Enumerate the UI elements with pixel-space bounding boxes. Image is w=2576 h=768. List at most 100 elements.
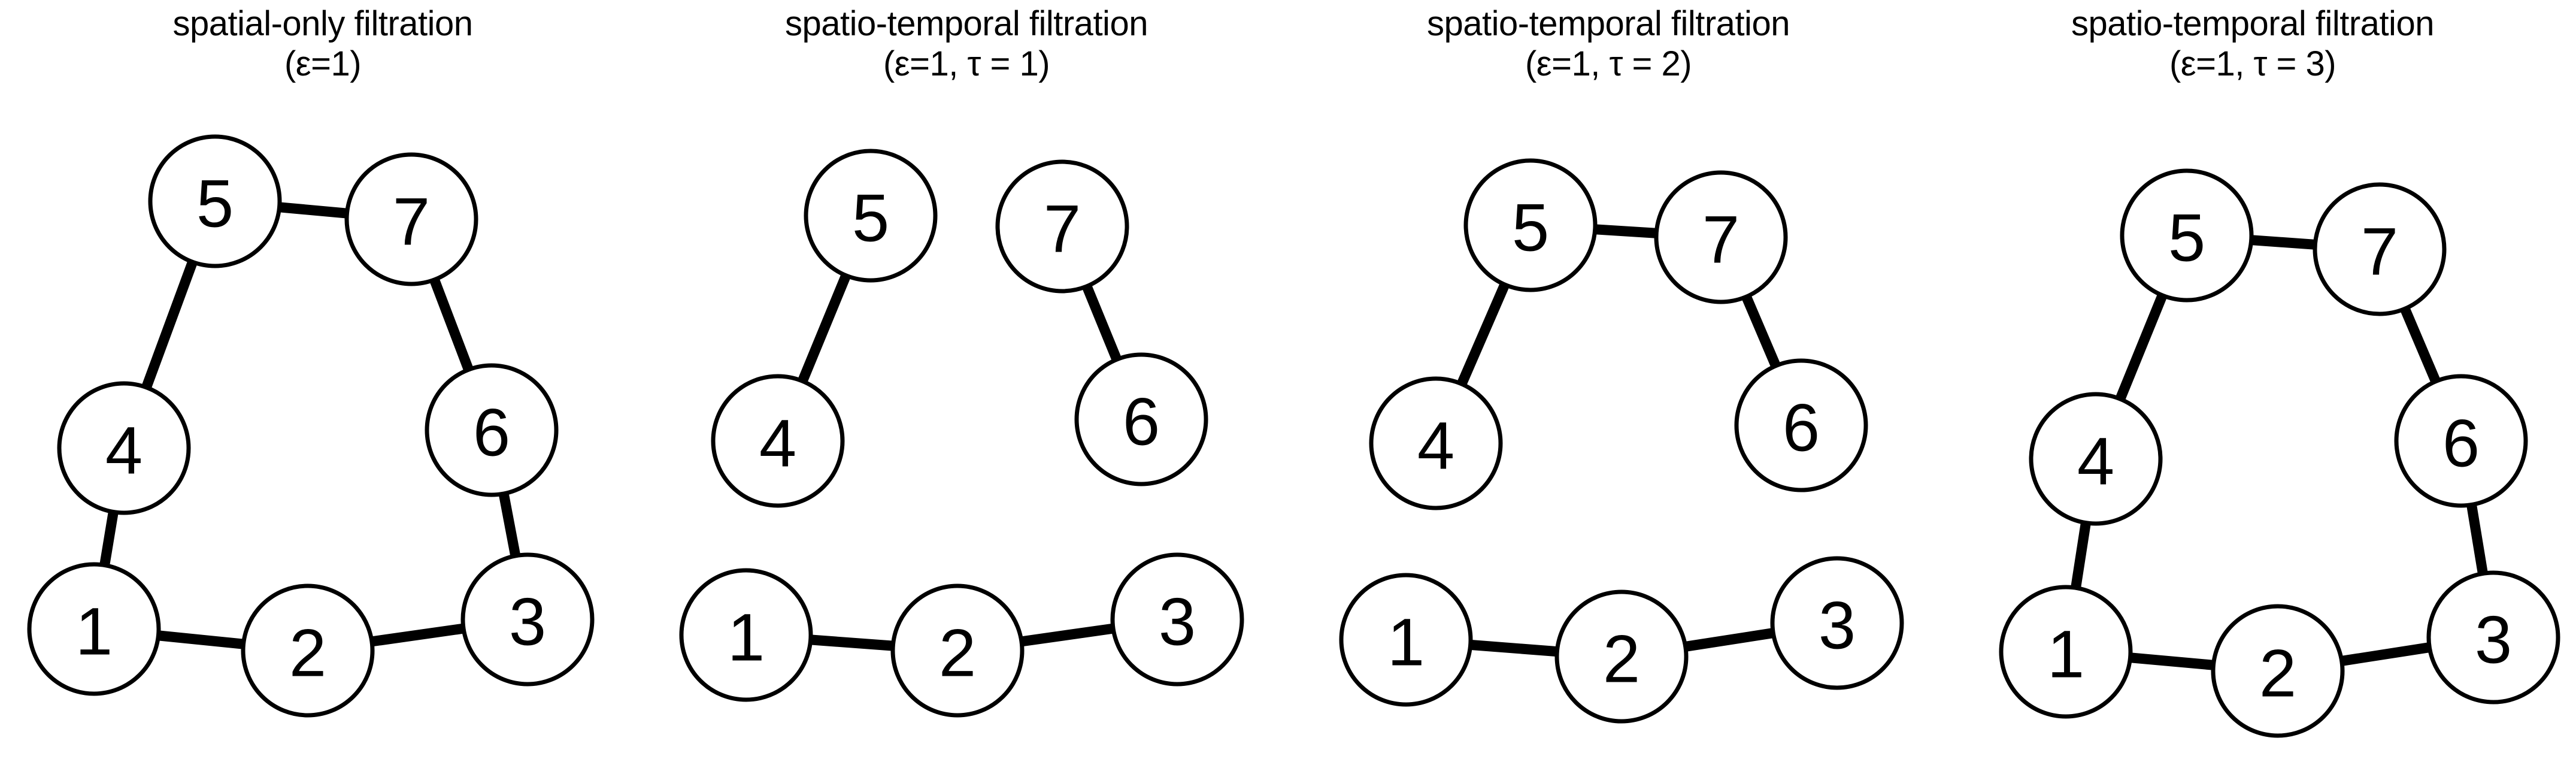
- node-label: 2: [1603, 622, 1640, 697]
- graph-node: 5: [148, 134, 282, 268]
- node-label: 3: [1159, 585, 1196, 660]
- panel-title-line1: spatial-only filtration: [172, 4, 473, 43]
- graph-edge: [1741, 294, 1781, 369]
- node-circle: [2426, 570, 2560, 704]
- node-label: 7: [1702, 202, 1739, 277]
- graph-node: 1: [679, 568, 813, 702]
- panel-spatial-only: spatial-only filtration (ε=1) 1 2 3 4 5 6 7: [0, 0, 645, 768]
- graph-node: 1: [1999, 585, 2133, 719]
- node-circle: [57, 381, 191, 515]
- graph-edge: [2128, 652, 2216, 670]
- node-label: 1: [2047, 617, 2084, 692]
- graph-node: 7: [995, 159, 1129, 294]
- node-label: 5: [1512, 191, 1549, 265]
- node-label: 3: [2475, 603, 2512, 678]
- graph-node: 2: [2211, 604, 2345, 738]
- node-label: 3: [509, 585, 546, 660]
- graph-container: 1 2 3 4 5 6 7: [1287, 113, 1929, 768]
- graph-container: 1 2 3 4 5 6 7: [1929, 113, 2576, 768]
- node-label: 6: [2442, 406, 2480, 481]
- graph-node: 2: [241, 583, 375, 718]
- node-circle: [804, 149, 938, 283]
- panel-title: spatial-only filtration (ε=1): [0, 4, 645, 84]
- graph-edge: [498, 491, 521, 558]
- graph-container: 1 2 3 4 5 6 7: [645, 113, 1287, 768]
- graph-node: 1: [27, 562, 161, 696]
- graph-edge: [1469, 639, 1559, 657]
- panel-title-line2: (ε=1): [284, 44, 362, 84]
- node-circle: [460, 552, 595, 687]
- node-circle: [2313, 182, 2447, 316]
- node-label: 6: [473, 395, 510, 470]
- graph-node: 7: [2313, 182, 2447, 316]
- panel-title-line1: spatio-temporal filtration: [1427, 4, 1790, 43]
- graph-edge: [2339, 642, 2432, 667]
- node-label: 1: [728, 600, 765, 675]
- graph-node: 2: [890, 583, 1025, 718]
- graph-edge: [1683, 627, 1775, 652]
- graph-edge: [797, 272, 851, 385]
- node-circle: [1734, 358, 1868, 492]
- graph-edge: [1593, 224, 1658, 238]
- node-circle: [679, 568, 813, 702]
- graph-node: 5: [1463, 158, 1598, 292]
- node-circle: [1554, 589, 1689, 724]
- node-circle: [148, 134, 282, 268]
- node-label: 7: [2361, 214, 2398, 289]
- node-circle: [1770, 556, 1904, 690]
- node-label: 4: [2077, 424, 2114, 499]
- node-circle: [711, 374, 845, 508]
- graph-edge: [2399, 306, 2441, 385]
- node-label: 7: [393, 185, 430, 259]
- graph-node: 3: [1110, 552, 1244, 687]
- graph-edge: [1019, 623, 1116, 647]
- panel-title: spatio-temporal filtration (ε=1, τ = 2): [1287, 4, 1929, 84]
- graph-node: 4: [2029, 392, 2163, 526]
- node-label: 7: [1044, 192, 1081, 267]
- panel-st-tau-2: spatio-temporal filtration (ε=1, τ = 2) …: [1287, 0, 1929, 768]
- graph-node: 6: [1074, 352, 1208, 486]
- graph-edge: [277, 202, 349, 219]
- node-circle: [425, 363, 559, 497]
- graph-edge: [1081, 283, 1122, 363]
- node-label: 5: [852, 181, 889, 256]
- graph-edge: [2070, 521, 2092, 590]
- graph-edge: [429, 277, 474, 373]
- graph-edge: [1456, 281, 1510, 388]
- graph-node: 6: [425, 363, 559, 497]
- panel-st-tau-3: spatio-temporal filtration (ε=1, τ = 3) …: [1929, 0, 2576, 768]
- graph-node: 1: [1339, 573, 1473, 707]
- node-label: 1: [1387, 605, 1425, 680]
- node-circle: [1463, 158, 1598, 292]
- node-circle: [1999, 585, 2133, 719]
- node-circle: [27, 562, 161, 696]
- node-circle: [995, 159, 1129, 294]
- panel-st-tau-1: spatio-temporal filtration (ε=1, τ = 1) …: [645, 0, 1287, 768]
- graph-node: 7: [1654, 170, 1788, 304]
- panel-title-line2: (ε=1, τ = 3): [2169, 44, 2336, 84]
- node-circle: [2394, 374, 2528, 508]
- graph-svg: 1 2 3 4 5 6 7: [1339, 158, 1904, 724]
- graph-node: 4: [57, 381, 191, 515]
- node-label: 3: [1819, 588, 1856, 663]
- graph-edge: [141, 259, 198, 391]
- node-label: 2: [289, 616, 326, 691]
- graph-node: 5: [2120, 168, 2254, 303]
- panel-title-line1: spatio-temporal filtration: [785, 4, 1148, 43]
- node-label: 6: [1123, 385, 1160, 459]
- panel-title: spatio-temporal filtration (ε=1, τ = 1): [645, 4, 1287, 84]
- graph-node: 3: [460, 552, 595, 687]
- node-label: 1: [75, 594, 113, 669]
- node-circle: [2120, 168, 2254, 303]
- graph-svg: 1 2 3 4 5 6 7: [1999, 168, 2560, 738]
- node-label: 4: [1417, 409, 1454, 483]
- graph-node: 7: [344, 152, 478, 286]
- node-label: 6: [1783, 391, 1820, 465]
- node-label: 2: [939, 616, 976, 691]
- node-label: 2: [2259, 636, 2296, 711]
- graph-node: 6: [1734, 358, 1868, 492]
- graph-node: 3: [2426, 570, 2560, 704]
- graph-node: 4: [711, 374, 845, 508]
- graph-node: 3: [1770, 556, 1904, 690]
